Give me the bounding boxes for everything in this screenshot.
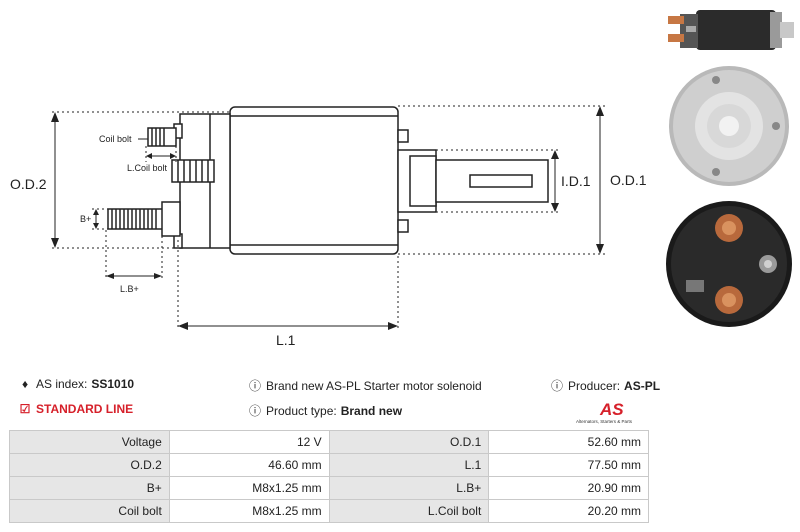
checkbox-icon: ☑ [19,402,31,416]
spec-label: L.B+ [328,476,490,500]
as-pl-logo: AS Alternators, Starters & Parts [576,400,633,424]
info-icon: ⓘ [248,404,261,418]
l-coil-bolt-label: L.Coil bolt [127,163,168,173]
spec-label: Coil bolt [9,499,170,523]
spec-value: 46.60 mm [168,453,330,477]
spec-label: L.Coil bolt [328,499,490,523]
solenoid-body [229,106,399,255]
description: ⓘ Brand new AS-PL Starter motor solenoid [248,377,482,394]
as-index: ♦ AS index: SS1010 [18,377,134,391]
spec-value: 12 V [168,430,330,454]
spec-value: M8x1.25 mm [168,499,330,523]
description-text: Brand new AS-PL Starter motor solenoid [266,378,482,393]
spec-label: Voltage [9,430,170,454]
lb-plus-label: L.B+ [120,284,139,294]
standard-line-label: STANDARD LINE [36,402,134,416]
spec-label: O.D.1 [328,430,490,454]
product-photo-back [666,201,792,327]
producer-label: Producer: [568,378,621,393]
spec-value: 20.90 mm [488,476,649,500]
product-type-value: Brand new [340,403,403,418]
od2-label: O.D.2 [10,176,47,192]
spec-label: O.D.2 [9,453,170,477]
id1-label: I.D.1 [561,173,591,189]
producer: ⓘ Producer: AS-PL [550,377,660,394]
tag-icon: ♦ [21,377,29,391]
logo-tagline: Alternators, Starters & Parts [576,419,633,424]
info-icon: ⓘ [248,379,261,393]
coil-bolt-label: Coil bolt [99,134,132,144]
product-type: ⓘ Product type: Brand new [248,402,402,419]
spec-value: 77.50 mm [488,453,649,477]
as-index-value: SS1010 [91,377,135,391]
technical-drawing: O.D.2 O.D.1 I.D.1 L.1 Coil bolt L.Coil b… [10,105,647,348]
spec-label: L.1 [328,453,490,477]
spec-value: 20.20 mm [488,499,649,523]
l1-label: L.1 [276,332,296,348]
product-photo-front [669,66,789,186]
product-type-label: Product type: [266,403,337,418]
info-icon: ⓘ [550,379,563,393]
od1-label: O.D.1 [610,172,647,188]
spec-value: 52.60 mm [488,430,649,454]
producer-value: AS-PL [624,378,661,393]
spec-label: B+ [9,476,170,500]
standard-line: ☑ STANDARD LINE [18,402,134,416]
logo-mark: AS [599,400,624,419]
product-photo-side [668,10,794,50]
coil-bolt-drawing [147,127,177,147]
spec-value: M8x1.25 mm [168,476,330,500]
b-plus-label: B+ [80,214,91,224]
as-index-label: AS index: [36,377,88,391]
